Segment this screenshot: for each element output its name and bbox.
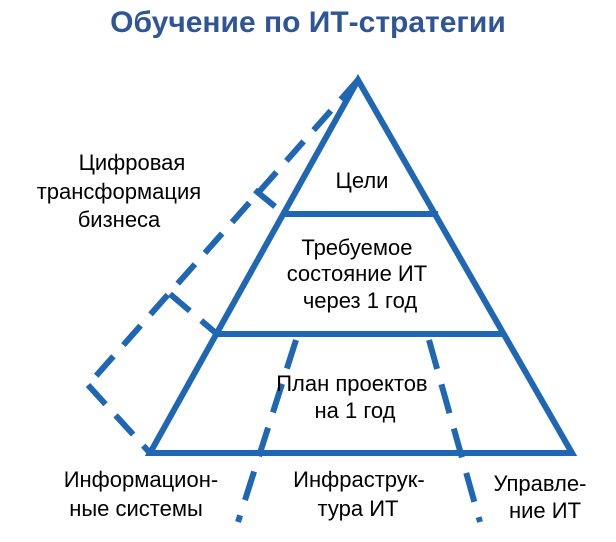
- digital-transformation-label: Цифровая трансформация бизнеса: [37, 150, 208, 232]
- pillar-2-line-2: тура ИТ: [318, 496, 399, 521]
- digital-line-2: трансформация: [37, 179, 201, 204]
- pillar-label-it-infrastructure: Инфраструк- тура ИТ: [293, 467, 431, 521]
- pillar-divider-left: [235, 339, 299, 523]
- digital-line-3: бизнеса: [78, 207, 161, 232]
- pyramid-bottom-label: План проектов на 1 год: [276, 371, 434, 423]
- middle-line-2: состояние ИТ: [287, 261, 428, 286]
- pyramid-middle-label: Требуемое состояние ИТ через 1 год: [287, 235, 434, 313]
- pyramid-top-label: Цели: [336, 168, 389, 193]
- pillar-divider-right: [426, 339, 483, 523]
- pillar-1-line-2: ные системы: [69, 496, 203, 521]
- page-title: Обучение по ИТ-стратегии: [110, 6, 506, 39]
- pillar-label-it-management: Управле- ние ИТ: [493, 471, 592, 523]
- pillar-3-line-2: ние ИТ: [509, 498, 581, 523]
- top-line-1: Цели: [336, 168, 389, 193]
- pyramid-outline: [144, 73, 578, 456]
- pillar-dividers: [235, 339, 483, 523]
- digital-line-1: Цифровая: [79, 150, 186, 175]
- pillar-3-line-1: Управле-: [493, 471, 586, 496]
- pillar-2-line-1: Инфраструк-: [293, 467, 425, 492]
- pillar-label-information-systems: Информацион- ные системы: [64, 467, 225, 521]
- middle-line-1: Требуемое: [301, 235, 412, 260]
- bottom-line-1: План проектов: [276, 371, 427, 396]
- pillar-1-line-1: Информацион-: [64, 467, 219, 492]
- middle-line-3: через 1 год: [303, 288, 418, 313]
- bottom-line-2: на 1 год: [315, 398, 396, 423]
- digital-transformation-outline: [85, 78, 361, 456]
